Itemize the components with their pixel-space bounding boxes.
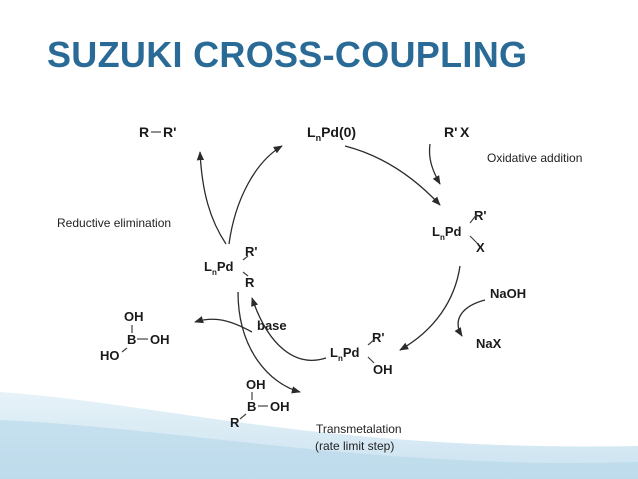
naoh-reagent: NaOH (490, 286, 526, 301)
ox-rprime: R' (474, 208, 486, 223)
reagent-rprime-x: R' X (444, 124, 470, 140)
red-rprime: R' (245, 244, 257, 259)
borate-byproduct: OH B OH HO (100, 309, 170, 363)
arrow-oxidative-addition (344, 145, 441, 206)
boronic-bond-left (239, 413, 247, 420)
arrow-transmetalation (251, 297, 327, 361)
boronic-acid: OH B OH R (230, 377, 290, 430)
catalyst-lnpd0: LnPd(0) (307, 124, 356, 143)
transmetalation-label: Transmetalation (316, 422, 402, 436)
arrow-product-out (196, 151, 227, 245)
hydroxo-complex: R' LnPd OH (330, 330, 393, 377)
catalyst-n: n (316, 133, 322, 143)
tm-oh: OH (373, 362, 393, 377)
borate-bond-left (121, 347, 128, 353)
red-l: L (204, 259, 212, 274)
ox-bond-top (469, 213, 478, 224)
arrow-borate-out (194, 316, 253, 333)
ox-n: n (440, 233, 445, 242)
arrow-boronic-in (237, 291, 301, 394)
product-r-rprime: R R' (139, 124, 176, 140)
arrow-rx-in (428, 143, 441, 185)
boronic-b: B (247, 399, 256, 414)
svg-text:LnPd: LnPd (330, 345, 360, 363)
product-rprime: R' (163, 124, 176, 140)
tm-l: L (330, 345, 338, 360)
ox-bond-bottom (469, 235, 478, 244)
tm-bond-bottom (367, 356, 375, 364)
arrow-to-hydroxo (399, 265, 461, 351)
catalyst-rest: Pd(0) (321, 124, 356, 140)
tm-pd: Pd (343, 345, 360, 360)
rate-limit-label: (rate limit step) (315, 439, 394, 453)
base-label: base (257, 318, 287, 333)
borate-ho: HO (100, 348, 120, 363)
reductive-elimination-label: Reductive elimination (57, 216, 171, 230)
svg-text:LnPd: LnPd (204, 259, 234, 277)
red-n: n (212, 268, 217, 277)
red-bond-top (242, 255, 249, 261)
boronic-r: R (230, 415, 240, 430)
red-pd: Pd (217, 259, 234, 274)
reductive-elimination-complex: R' LnPd R (204, 244, 257, 290)
svg-text:LnPd: LnPd (432, 224, 462, 242)
borate-oh-top: OH (124, 309, 144, 324)
slide-title: SUZUKI CROSS-COUPLING (47, 34, 528, 75)
borate-oh-right: OH (150, 332, 170, 347)
borate-b: B (127, 332, 136, 347)
boronic-oh-right: OH (270, 399, 290, 414)
catalyst-l: L (307, 124, 316, 140)
ox-x: X (476, 240, 485, 255)
reagent-x: X (460, 124, 470, 140)
oxidative-addition-complex: R' LnPd X (432, 208, 486, 255)
tm-bond-top (367, 338, 376, 346)
arrow-naoh-nax (454, 299, 486, 337)
oxidative-addition-label: Oxidative addition (487, 151, 582, 165)
tm-rprime: R' (372, 330, 384, 345)
product-r: R (139, 124, 149, 140)
arrow-reductive-elimination (228, 145, 283, 245)
reagent-rprime: R' (444, 124, 457, 140)
red-r: R (245, 275, 255, 290)
nax-byproduct: NaX (476, 336, 502, 351)
svg-text:LnPd(0): LnPd(0) (307, 124, 356, 143)
tm-n: n (338, 354, 343, 363)
boronic-oh-top: OH (246, 377, 266, 392)
ox-l: L (432, 224, 440, 239)
red-bond-bottom (242, 271, 249, 277)
ox-pd: Pd (445, 224, 462, 239)
